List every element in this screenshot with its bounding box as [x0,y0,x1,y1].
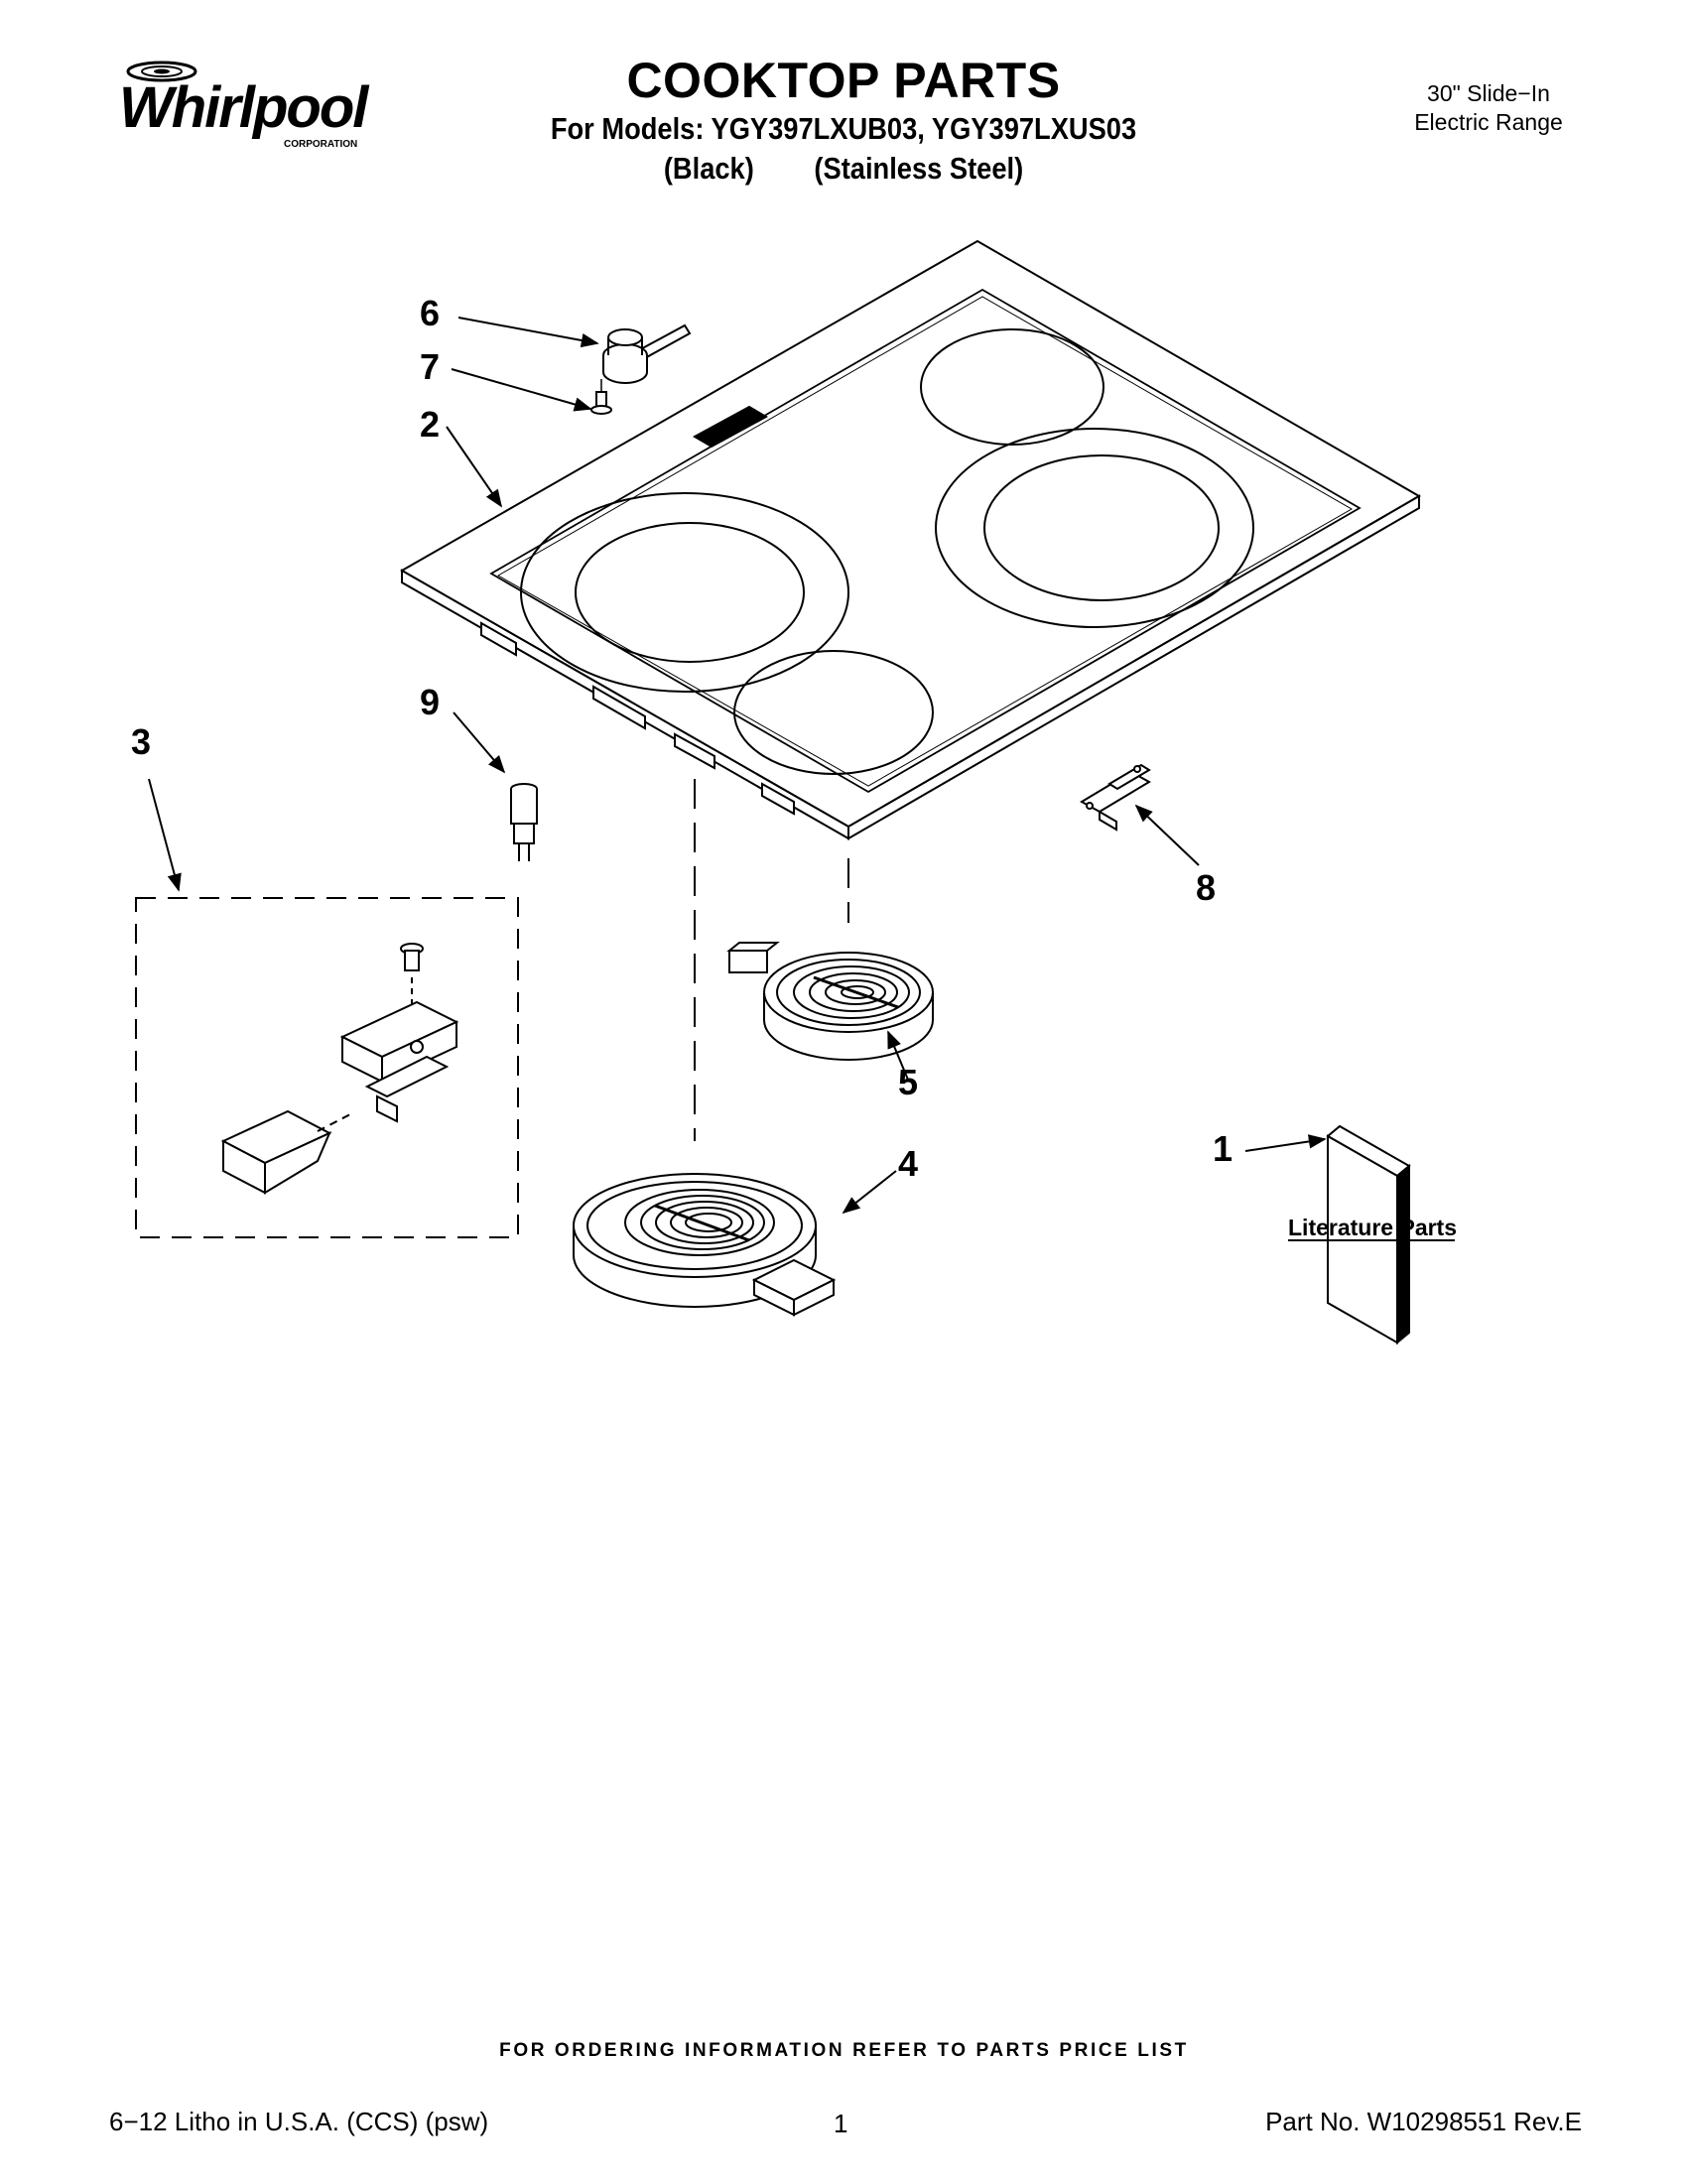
arrow-6 [457,317,599,348]
terminal-kit-box [135,897,519,1238]
burner-ring-left-outer [520,492,849,693]
arrow-2 [446,426,503,508]
page-number: 1 [834,2109,848,2138]
product-type: 30" Slide−In Electric Range [1389,79,1588,137]
callout-3: 3 [131,721,151,762]
arrow-1 [1244,1134,1327,1152]
brand-subtitle: CORPORATION [284,139,357,150]
arrow-3 [148,778,182,892]
page-title: COOKTOP PARTS [626,53,1061,108]
callout-2: 2 [420,404,440,445]
literature-parts-label: Literature Parts [1288,1215,1457,1240]
arrow-9 [453,711,506,774]
whirlpool-logo: Whirlpool CORPORATION [117,58,385,157]
variants-line: (Black) (Stainless Steel) [663,151,1024,186]
brand-wordmark: Whirlpool [119,75,370,140]
arrow-7 [451,368,592,412]
mounting-clip [1080,763,1151,832]
callout-8: 8 [1196,867,1216,908]
part-number: Part No. W10298551 Rev.E [1265,2107,1582,2136]
callout-arrows [148,317,1327,1215]
burner-ring-front-right-inner [983,454,1220,601]
models-line: For Models: YGY397LXUB03, YGY397LXUS03 [550,111,1137,146]
ordering-note: FOR ORDERING INFORMATION REFER TO PARTS … [499,2040,1189,2061]
burner-ring-rear-right [920,328,1104,446]
arrow-8 [1134,804,1200,866]
callout-1: 1 [1213,1128,1233,1169]
product-line-2: Electric Range [1414,109,1563,135]
callout-9: 9 [420,682,440,722]
cooktop-glass [399,239,1421,840]
callout-5: 5 [898,1062,918,1102]
callout-6: 6 [420,293,440,333]
assembly-dashed-lines [694,779,849,1141]
callout-labels: 6 7 2 9 3 8 5 4 1 Literature Parts [131,293,1457,1241]
burner-ring-front-right-outer [935,428,1254,628]
litho-note: 6−12 Litho in U.S.A. (CCS) (psw) [109,2107,489,2136]
vent-grille [692,405,769,449]
radiant-element-large [573,1173,837,1317]
exploded-parts-diagram: 6 7 2 9 3 8 5 4 1 Literature Parts [131,239,1457,1346]
arrow-5 [887,1030,909,1081]
title-block: COOKTOP PARTS For Models: YGY397LXUB03, … [496,52,1191,187]
callout-4: 4 [898,1143,918,1184]
screw [590,391,612,415]
callout-7: 7 [420,346,440,387]
radiant-element-small [726,942,934,1061]
burner-ring-left-inner [575,522,805,663]
product-line-1: 30" Slide−In [1427,80,1550,106]
arrow-4 [842,1170,897,1215]
indicator-lamp [510,783,538,861]
temperature-limiter [600,323,692,405]
burner-ring-front-center [733,650,934,775]
